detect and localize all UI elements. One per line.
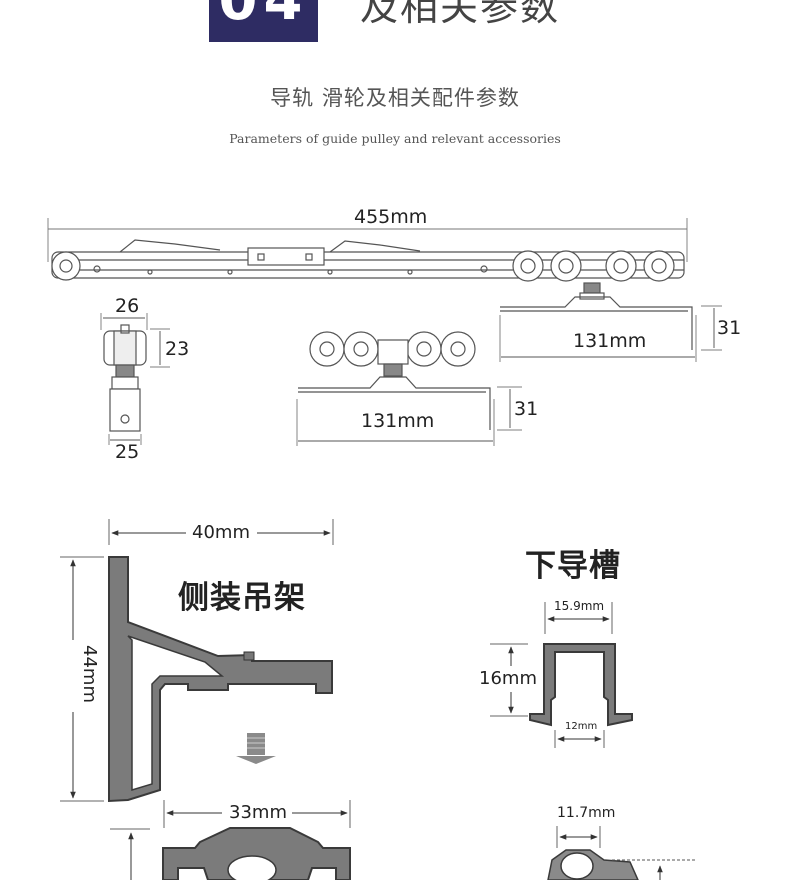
lower-track-inner-width-label: 12mm	[565, 721, 598, 732]
screw-icon	[236, 733, 276, 764]
center-bracket-wheels	[309, 331, 476, 367]
pulley-bottom-width-label: 25	[115, 441, 140, 463]
subtitle-english: Parameters of guide pulley and relevant …	[229, 131, 561, 146]
subtitle-chinese: 导轨 滑轮及相关配件参数	[270, 86, 520, 110]
rail-assembly	[47, 218, 688, 282]
center-bracket-width-label: 131mm	[361, 410, 435, 432]
lower-track-height-label: 16mm	[479, 668, 537, 689]
bottom-right-part	[547, 826, 695, 880]
rail-wheels	[51, 250, 675, 282]
lower-track-profile	[490, 602, 633, 748]
center-pulley-bracket	[296, 331, 522, 446]
right-pulley-bracket	[499, 282, 722, 362]
side-hanger-width-label: 40mm	[192, 522, 250, 543]
side-hanger-profile	[60, 519, 334, 803]
section-number: 04	[218, 0, 309, 33]
rail-length-label: 455mm	[354, 206, 428, 228]
right-bracket-height-label: 31	[717, 317, 742, 339]
pulley-side-view	[100, 313, 170, 445]
side-hanger-height-label: 44mm	[79, 645, 100, 703]
pulley-height-label: 23	[165, 338, 190, 360]
center-bracket-height-label: 31	[514, 398, 539, 420]
lower-track-top-width-label: 15.9mm	[554, 599, 605, 613]
side-hanger-title: 侧装吊架	[178, 580, 306, 616]
section-title: 及相关参数	[360, 0, 561, 29]
bottom-profile-width-label: 33mm	[229, 802, 287, 823]
right-bracket-width-label: 131mm	[573, 330, 647, 352]
pulley-top-width-label: 26	[115, 295, 140, 317]
bottom-right-part-width-label: 11.7mm	[557, 805, 616, 821]
bottom-profile	[110, 800, 351, 880]
section-number-badge: 04	[209, 0, 318, 42]
lower-track-title: 下导槽	[525, 548, 621, 584]
